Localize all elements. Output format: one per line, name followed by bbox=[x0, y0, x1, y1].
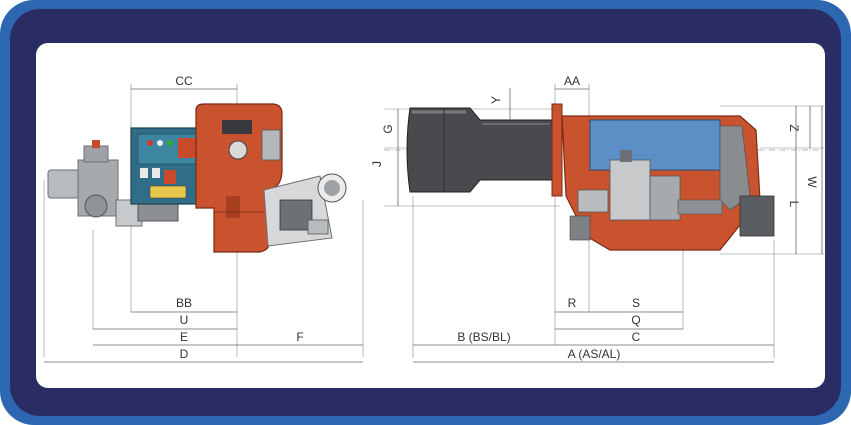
dimension-label-a: A (AS/AL) bbox=[568, 347, 621, 361]
dimension-label-w: W bbox=[805, 176, 819, 188]
dimension-label-d: D bbox=[180, 347, 189, 361]
front-view: AA Y G J Z W L R S Q B (BS/BL) C A (AS/A… bbox=[370, 74, 826, 363]
blast-tube bbox=[406, 107, 553, 193]
dimension-label-b: B (BS/BL) bbox=[457, 330, 510, 344]
dimension-label-j: J bbox=[370, 161, 384, 167]
dimension-label-bb: BB bbox=[176, 296, 192, 310]
dimension-label-u: U bbox=[180, 313, 189, 327]
dimension-label-q: Q bbox=[631, 313, 640, 327]
dimension-label-e: E bbox=[180, 330, 188, 344]
valve-assembly bbox=[569, 150, 723, 241]
mounting-flange bbox=[551, 103, 563, 197]
dimension-label-l: L bbox=[787, 201, 801, 208]
dimension-label-f: F bbox=[296, 330, 303, 344]
side-view: CC BB U E F D bbox=[43, 74, 364, 363]
fan-motor bbox=[263, 173, 347, 247]
dimension-label-g: G bbox=[381, 124, 395, 133]
dimension-label-cc: CC bbox=[175, 74, 193, 88]
burner-body bbox=[195, 103, 283, 253]
control-panel bbox=[130, 127, 214, 205]
dimension-label-r: R bbox=[568, 296, 577, 310]
dimension-label-s: S bbox=[632, 296, 640, 310]
dimension-label-y: Y bbox=[489, 96, 503, 104]
dimension-label-aa: AA bbox=[564, 74, 580, 88]
dimension-label-c: C bbox=[632, 330, 641, 344]
gas-train bbox=[47, 140, 179, 227]
dimension-label-z: Z bbox=[787, 124, 801, 131]
